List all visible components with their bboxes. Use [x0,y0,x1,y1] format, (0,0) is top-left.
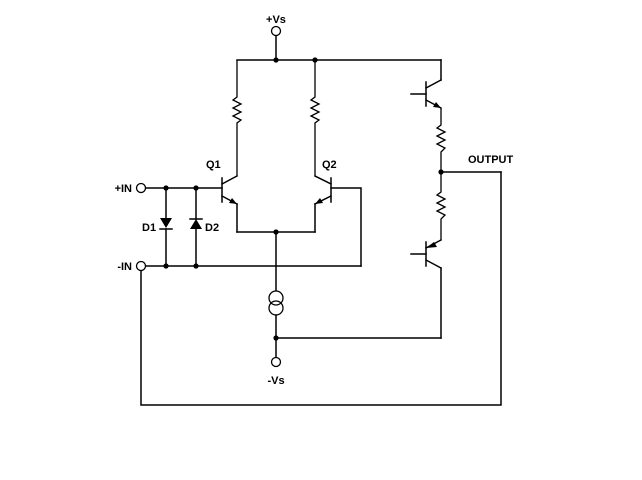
transistor-q1 [220,174,239,233]
in-negative-terminal [135,260,362,272]
transistor-q2 [313,174,333,233]
feedback-wire [140,171,502,406]
resistor-r4 [435,172,447,240]
label-in-positive: +IN [115,183,132,195]
output-transistor-upper [410,78,443,110]
current-source [268,290,284,358]
positive-rail [236,57,442,81]
label-output: OUTPUT [468,154,514,166]
emitter-node [236,229,316,291]
label-d2: D2 [205,222,219,234]
label-vs-negative: -Vs [267,375,284,387]
vs-positive-terminal [270,25,282,61]
label-in-negative: -IN [117,261,132,273]
output-node [438,169,502,175]
diode-d1 [159,187,173,267]
diode-d2 [189,187,203,267]
output-transistor-lower [410,238,443,339]
resistor-r1 [231,60,243,176]
label-q1: Q1 [206,159,221,171]
resistor-r2 [309,60,321,176]
in-positive-terminal [135,182,223,194]
label-d1: D1 [142,222,156,234]
vs-negative-terminal [270,356,282,368]
label-vs-positive: +Vs [266,14,286,26]
resistor-r3 [435,108,447,172]
label-q2: Q2 [322,159,337,171]
q2-base-wire [330,187,362,267]
